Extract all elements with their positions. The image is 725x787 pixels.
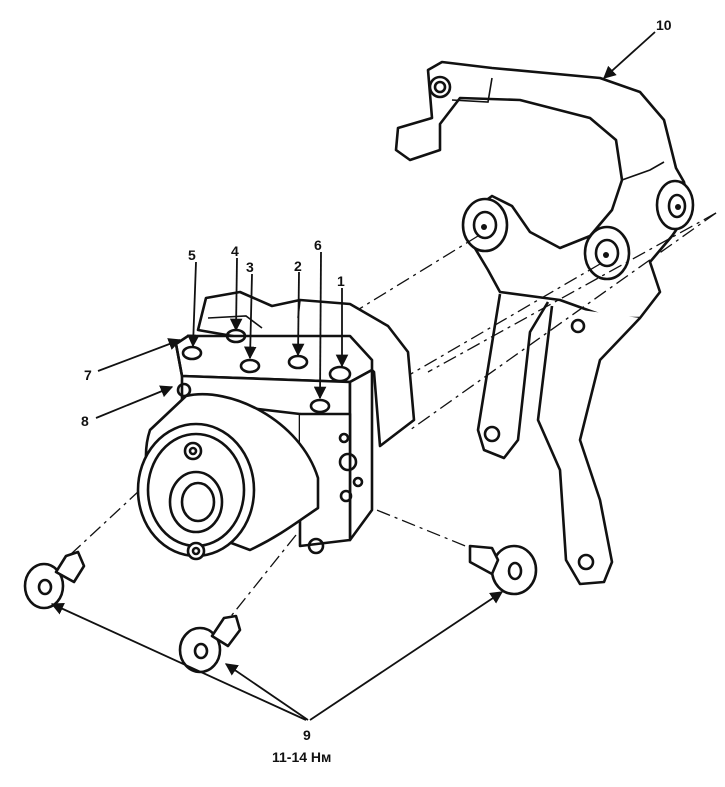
callout-4: 4 — [231, 243, 239, 259]
leader-lines — [50, 31, 656, 721]
abs-modulator — [136, 290, 416, 561]
callout-1: 1 — [337, 273, 345, 289]
alignment-lines — [69, 212, 717, 621]
callout-9: 9 — [303, 727, 311, 743]
mounting-bolt-center — [178, 614, 242, 674]
mounting-bracket — [394, 60, 695, 586]
callout-6: 6 — [314, 237, 322, 253]
callout-5: 5 — [188, 247, 196, 263]
callout-8: 8 — [81, 413, 89, 429]
mounting-bolt-left — [23, 550, 86, 610]
rubber-mount-right — [655, 179, 695, 231]
rubber-mount-left — [461, 197, 509, 253]
callout-2: 2 — [294, 258, 302, 274]
callout-7: 7 — [84, 367, 92, 383]
torque-spec-label: 11-14 Нм — [272, 749, 331, 765]
callout-10: 10 — [656, 17, 672, 33]
mounting-bolt-right — [468, 544, 538, 596]
rubber-mount-center — [583, 225, 631, 281]
callout-3: 3 — [246, 259, 254, 275]
